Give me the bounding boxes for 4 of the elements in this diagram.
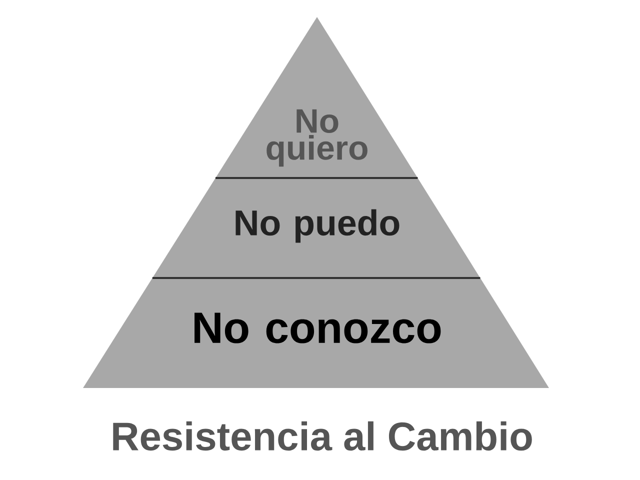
pyramid-band: No quiero bbox=[216, 17, 418, 178]
pyramid-band: No puedo bbox=[152, 178, 480, 278]
pyramid-band: No conozco bbox=[83, 278, 549, 388]
title: Resistencia al Cambio bbox=[113, 421, 532, 451]
